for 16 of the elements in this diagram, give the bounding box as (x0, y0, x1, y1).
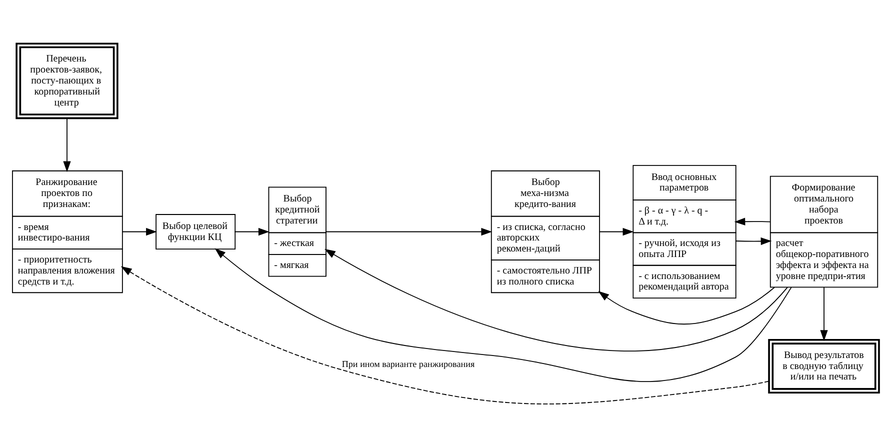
node-box: Выбор целевой функции КЦ (156, 214, 236, 249)
arrow (735, 236, 772, 245)
edge-label: При ином варианте ранжирования (342, 358, 475, 369)
arrow (598, 286, 775, 324)
arrow (598, 227, 634, 236)
node-box: Вывод результатов в сводную таблицу и/или на печать (768, 338, 880, 394)
arrow (63, 118, 71, 172)
arrow (214, 248, 792, 382)
arrow (120, 266, 770, 404)
arrow (734, 217, 771, 225)
arrow (122, 227, 157, 236)
arrow (234, 227, 270, 236)
arrow (325, 227, 492, 236)
node-box: Перечень проектов-заявок, посту-пающих в корпоративный центр (16, 42, 118, 119)
arrow (820, 286, 828, 341)
arrow (324, 248, 788, 351)
